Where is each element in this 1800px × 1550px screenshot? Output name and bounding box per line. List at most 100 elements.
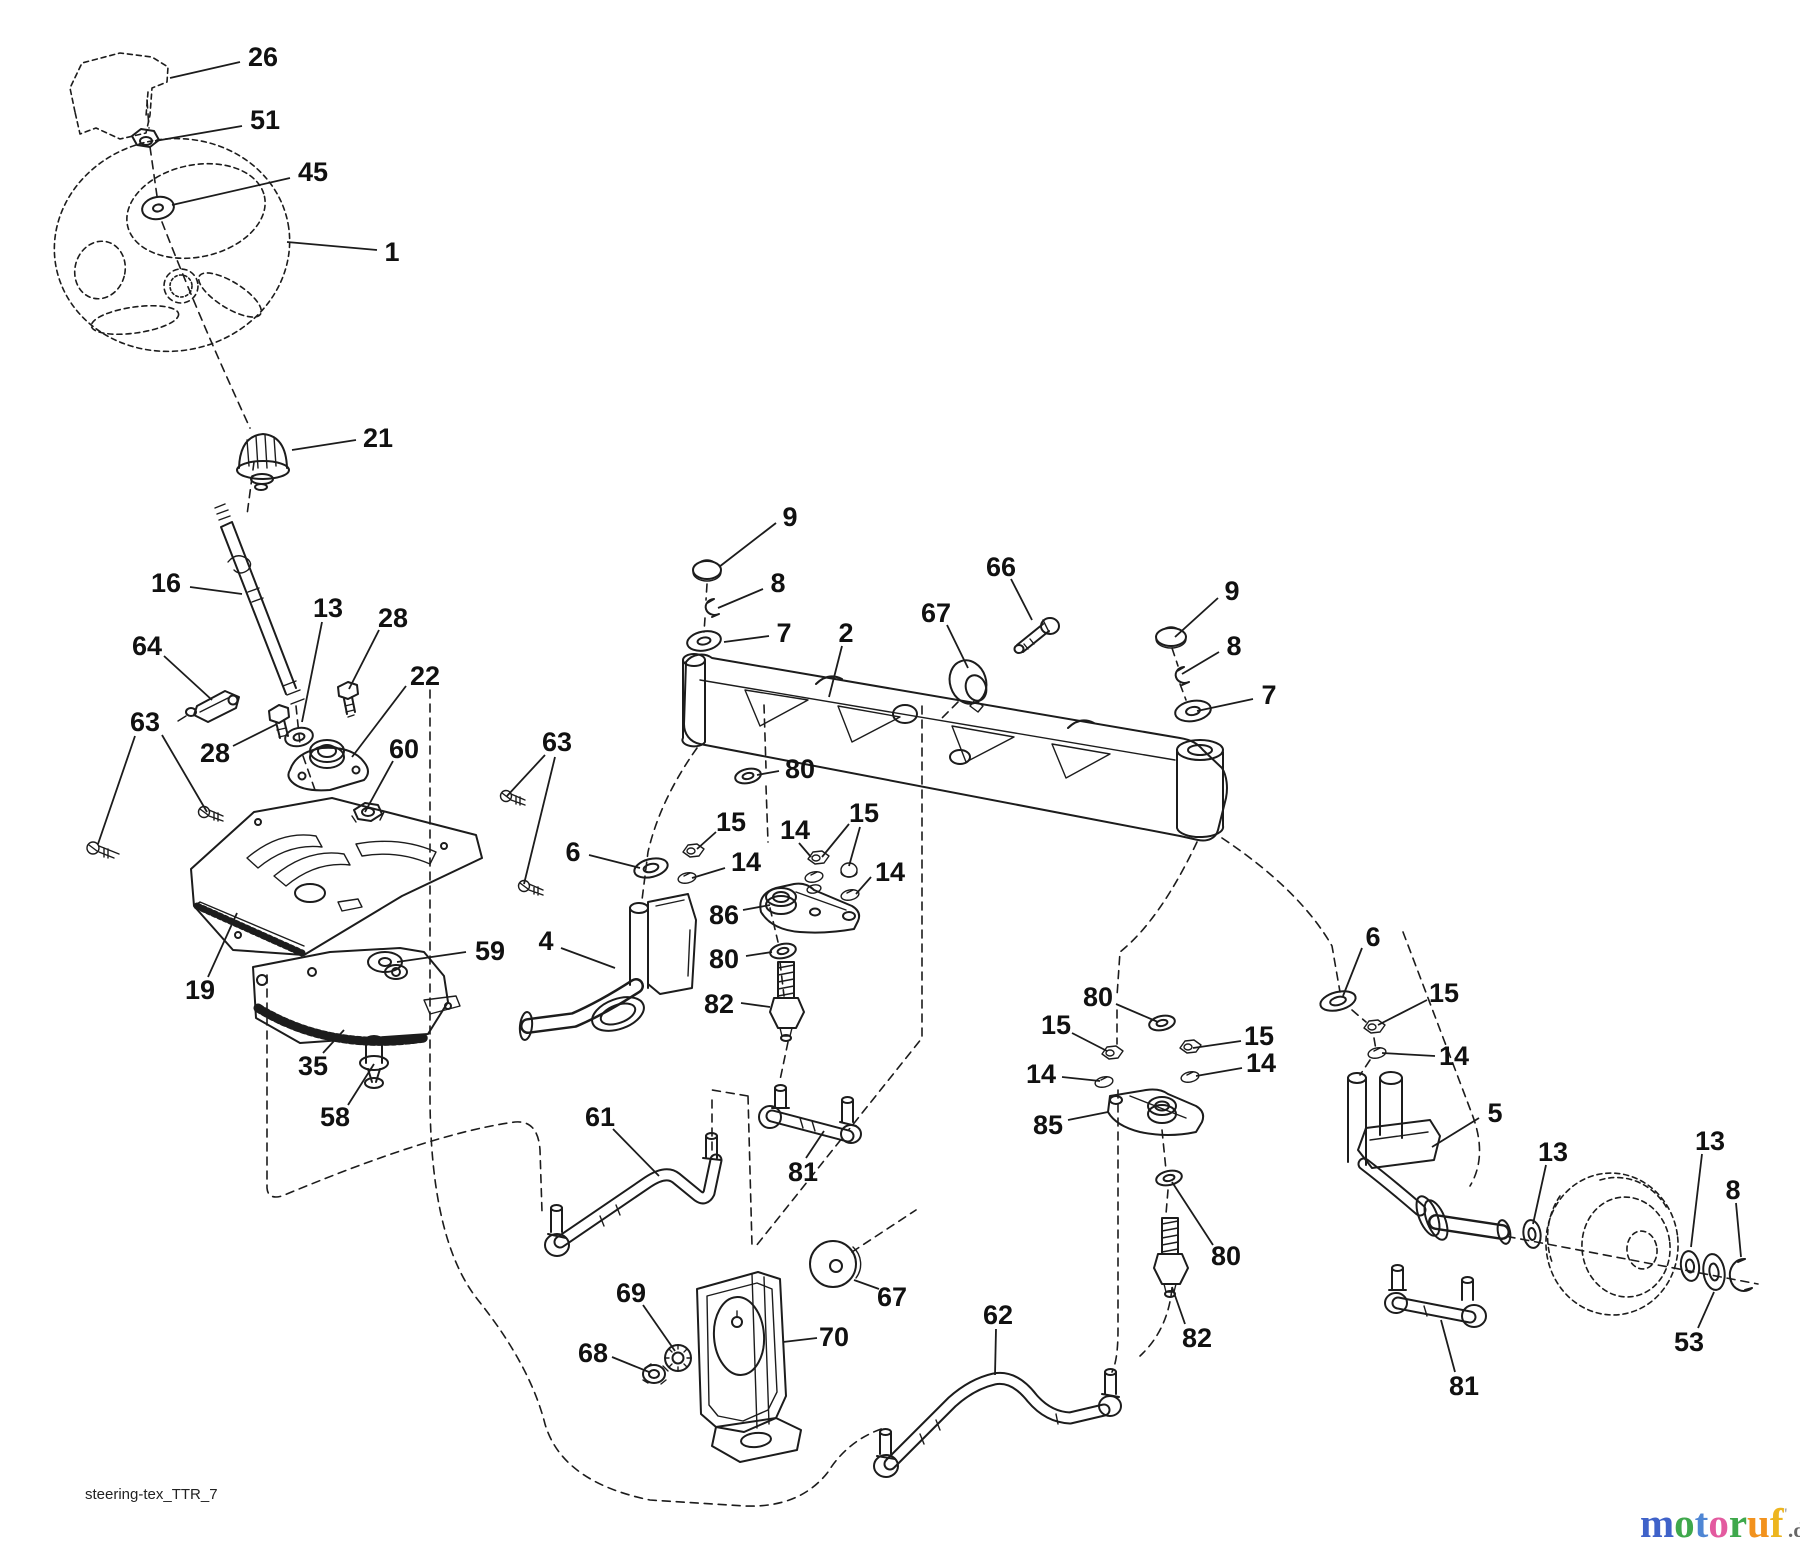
washer-45 <box>141 195 175 221</box>
part-label-15: 15 <box>716 807 746 837</box>
leader-line-7 <box>1196 698 1254 712</box>
washer-67-disc <box>809 1240 862 1288</box>
screw-63-left <box>197 805 224 822</box>
leader-line-85 <box>1067 1111 1109 1121</box>
part-label-5: 5 <box>1487 1098 1502 1128</box>
leader-line-21 <box>291 439 357 451</box>
leader-line-28 <box>232 723 278 747</box>
part-label-63: 63 <box>542 727 572 757</box>
leader-line-14 <box>1061 1076 1101 1082</box>
part-label-7: 7 <box>1261 680 1276 710</box>
leader-line-6 <box>1342 947 1363 997</box>
leader-line-80 <box>745 951 773 957</box>
leader-line-63 <box>506 754 546 797</box>
part-label-13: 13 <box>1695 1126 1725 1156</box>
washer-14-group <box>677 871 1387 1088</box>
tie-rod-81-center <box>758 1084 862 1144</box>
part-label-58: 58 <box>320 1102 350 1132</box>
part-label-82: 82 <box>1182 1323 1212 1353</box>
leader-line-67 <box>853 1279 880 1290</box>
part-label-28: 28 <box>200 738 230 768</box>
screw-63-right-a <box>499 789 526 806</box>
part-label-6: 6 <box>1365 922 1380 952</box>
bracket-70 <box>696 1271 802 1463</box>
part-label-80: 80 <box>785 754 815 784</box>
part-label-21: 21 <box>363 423 393 453</box>
bolt-28-lower <box>268 704 290 739</box>
leader-line-13 <box>1690 1153 1703 1248</box>
leader-line-64 <box>163 655 213 701</box>
washer-53 <box>1702 1253 1726 1291</box>
leader-line-1 <box>286 241 378 251</box>
leader-line-82 <box>740 1002 771 1008</box>
leader-line-69 <box>642 1304 676 1352</box>
part-label-15: 15 <box>849 798 879 828</box>
leader-line-19 <box>207 912 238 978</box>
leader-line-14 <box>855 876 872 895</box>
leader-line-8 <box>717 588 764 609</box>
leader-line-80 <box>756 770 780 776</box>
part-label-81: 81 <box>1449 1371 1479 1401</box>
leader-line-7 <box>723 635 770 643</box>
leader-line-60 <box>364 760 394 813</box>
part-label-7: 7 <box>776 618 791 648</box>
part-label-26: 26 <box>248 42 278 72</box>
ring-8-wheel <box>1728 1257 1753 1292</box>
washer-80-right-upper <box>1148 1014 1176 1032</box>
leader-line-28 <box>348 629 380 690</box>
part-label-70: 70 <box>819 1322 849 1352</box>
part-label-19: 19 <box>185 975 215 1005</box>
leader-line-81 <box>1440 1319 1456 1373</box>
phantom-lines <box>146 99 1759 1507</box>
leader-line-82 <box>1171 1286 1186 1325</box>
ball-joint-82-center <box>769 961 805 1042</box>
leader-line-63 <box>523 756 556 885</box>
screw-63-far-left <box>86 841 120 859</box>
part-label-62: 62 <box>983 1300 1013 1330</box>
dash-pod-26 <box>69 52 169 140</box>
leader-line-80 <box>1171 1181 1214 1246</box>
ring-8-right <box>1174 666 1190 686</box>
leader-line-26 <box>169 61 241 79</box>
leader-line-14 <box>798 842 812 858</box>
front-wheel-ghost <box>1545 1172 1679 1316</box>
part-label-8: 8 <box>1226 631 1241 661</box>
washer-6-right <box>1319 990 1357 1012</box>
part-label-8: 8 <box>1725 1175 1740 1205</box>
leader-line-14 <box>1195 1067 1243 1077</box>
part-label-67: 67 <box>921 598 951 628</box>
shoulder-bolt-58 <box>359 1035 389 1089</box>
part-label-69: 69 <box>616 1278 646 1308</box>
part-label-80: 80 <box>709 944 739 974</box>
leader-line-15 <box>1192 1040 1242 1049</box>
bolt-66 <box>1013 617 1060 654</box>
leader-line-63 <box>161 734 208 813</box>
leader-line-22 <box>351 685 407 758</box>
leader-line-15 <box>1377 999 1428 1026</box>
ball-joint-82-right <box>1153 1217 1189 1298</box>
washer-7-right <box>1174 699 1212 723</box>
axle-support-2 <box>681 653 1228 842</box>
drag-link-61 <box>544 1132 723 1257</box>
leader-line-14 <box>1381 1052 1436 1057</box>
part-label-14: 14 <box>1439 1041 1469 1071</box>
part-label-67: 67 <box>877 1282 907 1312</box>
part-label-35: 35 <box>298 1051 328 1081</box>
steering-boot-21 <box>236 433 290 491</box>
part-label-2: 2 <box>838 618 853 648</box>
leader-line-68 <box>611 1356 650 1373</box>
ring-8-left <box>704 598 720 618</box>
washer-80-beam <box>734 767 762 785</box>
part-label-6: 6 <box>565 837 580 867</box>
bolt-28-upper <box>337 681 359 718</box>
washer-6-left <box>633 857 669 879</box>
steering-wheel-1 <box>53 137 291 353</box>
leader-line-15 <box>1071 1032 1108 1052</box>
leader-line-86 <box>742 904 771 911</box>
part-label-45: 45 <box>298 157 328 187</box>
part-label-28: 28 <box>378 603 408 633</box>
part-label-80: 80 <box>1211 1241 1241 1271</box>
leader-line-15 <box>696 831 717 850</box>
